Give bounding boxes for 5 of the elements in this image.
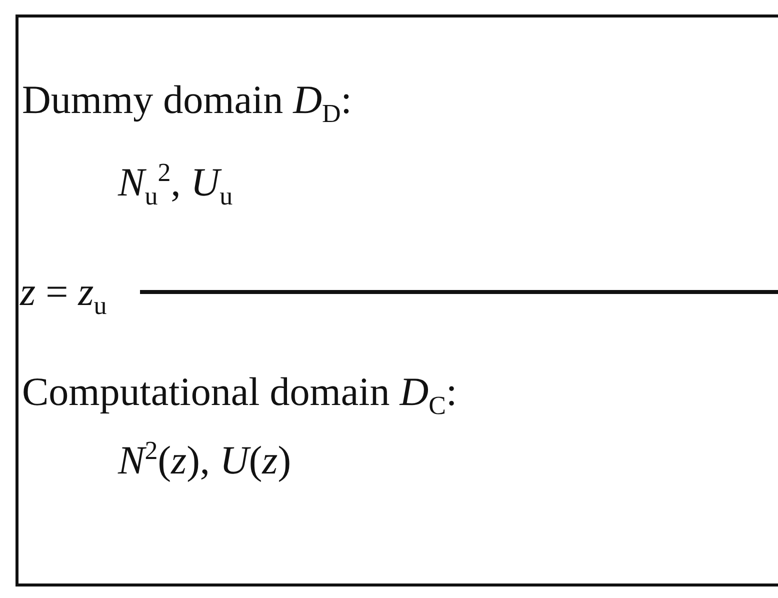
- domain-heading: Dummy domain D$_{D}$:: [22, 80, 352, 127]
- domain-variables: N$^{2}$(z), U(z): [118, 438, 292, 480]
- boundary-label: z = z$_{u}$: [20, 272, 107, 319]
- domain-heading: Computational domain D$_{C}$:: [22, 372, 458, 419]
- domain-variables: N$_{u}$$^{2}$, U$_{u}$: [118, 160, 233, 210]
